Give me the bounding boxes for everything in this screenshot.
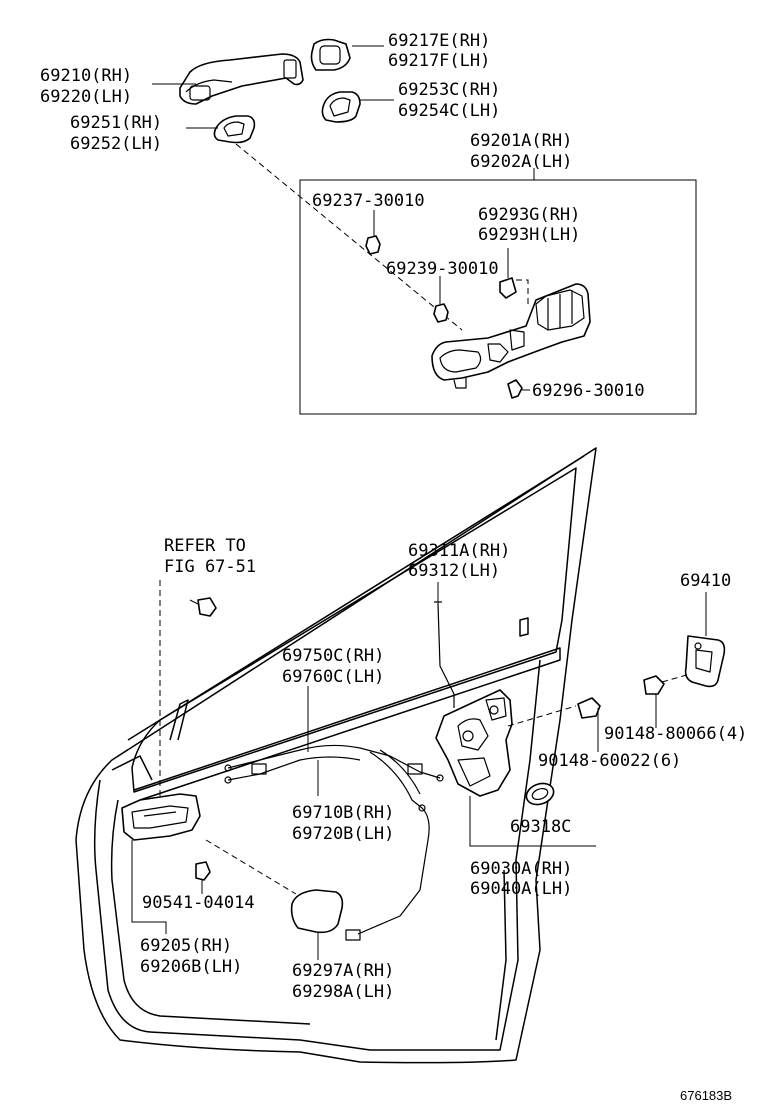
label-69205-rh: 69205(RH) — [140, 936, 232, 956]
label-69410: 69410 — [680, 571, 731, 591]
refer-note-line2: FIG 67-51 — [164, 557, 256, 577]
dashed-guide-line — [516, 279, 529, 306]
label-69201-lh: 69202A(LH) — [470, 152, 572, 172]
label-69710-lh: 69720B(LH) — [292, 824, 394, 844]
label-69710-rh: 69710B(RH) — [292, 803, 394, 823]
dashed-guide-line — [507, 705, 577, 727]
assembly-group-box — [299, 179, 697, 415]
dashed-guide-line — [235, 143, 463, 331]
label-69217-rh: 69217E(RH) — [388, 31, 490, 51]
handle-cap-part — [310, 38, 351, 71]
label-69750-lh: 69760C(LH) — [282, 667, 384, 687]
label-69237: 69237-30010 — [312, 191, 425, 211]
inside-handle-part — [121, 793, 201, 841]
label-69750-rh: 69750C(RH) — [282, 646, 384, 666]
label-69239: 69239-30010 — [386, 259, 499, 279]
door-outline — [75, 447, 597, 1064]
striker-part — [684, 635, 726, 688]
label-69210-lh: 69220(LH) — [40, 87, 132, 107]
label-69318: 69318C — [510, 817, 571, 837]
label-69297-rh: 69297A(RH) — [292, 961, 394, 981]
label-69201-rh: 69201A(RH) — [470, 131, 572, 151]
label-69251-lh: 69252(LH) — [70, 134, 162, 154]
screw-part — [433, 303, 449, 323]
label-69205-lh: 69206B(LH) — [140, 957, 242, 977]
screw-part — [365, 235, 381, 255]
dashed-guide-line — [205, 839, 297, 895]
label-90148-60022: 90148-60022(6) — [538, 751, 681, 771]
label-69251-rh: 69251(RH) — [70, 113, 162, 133]
handle-pad-part — [321, 91, 361, 123]
label-69253-lh: 69254C(LH) — [398, 101, 500, 121]
cable-part — [345, 749, 430, 941]
dashed-guide-line — [661, 673, 691, 683]
label-69210-rh: 69210(RH) — [40, 66, 132, 86]
label-69296: 69296-30010 — [532, 381, 645, 401]
leader-line — [469, 796, 596, 847]
label-69030-lh: 69040A(LH) — [470, 879, 572, 899]
refer-note-line1: REFER TO — [164, 536, 246, 556]
door-lock-part — [435, 689, 513, 797]
bracket-part — [499, 277, 517, 299]
label-90541: 90541-04014 — [142, 893, 255, 913]
screw-part — [195, 861, 211, 881]
label-69311-rh: 69311A(RH) — [408, 541, 510, 561]
screw-part — [507, 379, 523, 399]
screw-part — [189, 597, 217, 617]
label-69293-rh: 69293G(RH) — [478, 205, 580, 225]
handle-pad-part — [213, 115, 256, 144]
figure-id: 676183B — [680, 1088, 732, 1103]
seal-part — [525, 782, 555, 806]
cable-part — [224, 744, 444, 784]
label-69030-rh: 69030A(RH) — [470, 859, 572, 879]
pad-part — [290, 889, 344, 934]
label-90148-80066: 90148-80066(4) — [604, 724, 747, 744]
bolt-part — [643, 675, 665, 695]
bolt-part — [577, 697, 601, 719]
label-69311-lh: 69312(LH) — [408, 561, 500, 581]
handle-frame-part — [431, 283, 591, 389]
label-69253-rh: 69253C(RH) — [398, 80, 500, 100]
label-69293-lh: 69293H(LH) — [478, 225, 580, 245]
label-69217-lh: 69217F(LH) — [388, 51, 490, 71]
leader-line — [131, 840, 167, 934]
outside-handle-part — [179, 53, 304, 105]
label-69297-lh: 69298A(LH) — [292, 982, 394, 1002]
